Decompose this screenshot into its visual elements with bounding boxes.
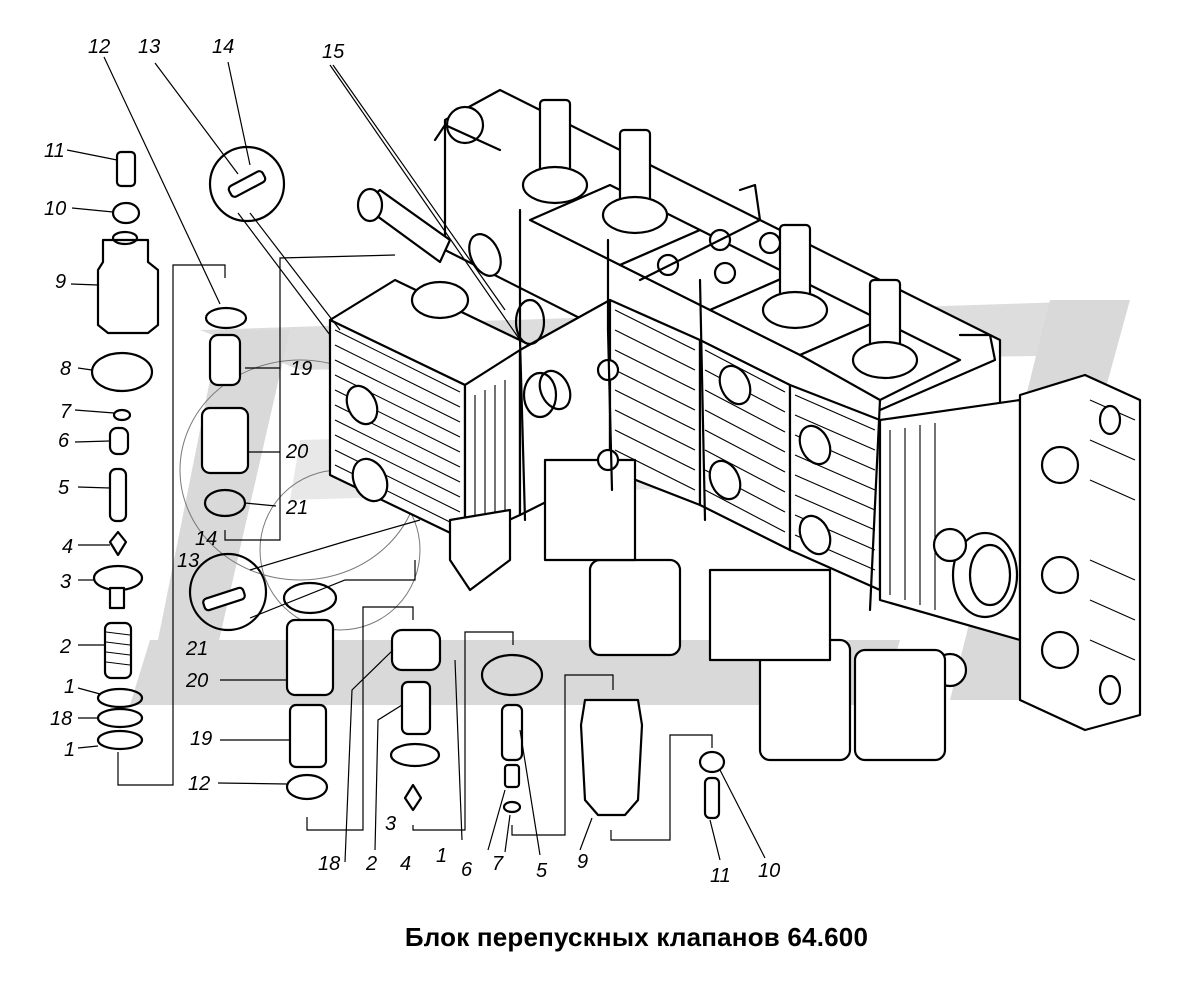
callout-8: 8 — [60, 358, 71, 380]
part-3-stem — [108, 586, 126, 610]
callout-11: 11 — [44, 140, 65, 162]
part-3-disc — [92, 564, 144, 592]
part-10-nut — [111, 201, 141, 225]
callout-3: 3 — [60, 571, 71, 593]
diagram-caption: Блок перепускных клапанов 64.600 — [404, 922, 869, 952]
left-parts-stack — [90, 150, 160, 751]
part-4-cone — [108, 530, 128, 557]
callout-2: 2 — [59, 636, 71, 658]
callout-7-bottom: 7 — [492, 853, 504, 875]
part-18-ring — [96, 707, 144, 729]
callout-6: 6 — [58, 430, 70, 452]
callout-18-bottom: 18 — [318, 853, 340, 875]
callout-1-bottom: 1 — [436, 845, 447, 867]
valve-block-assembly — [328, 88, 1142, 762]
part-8-o-ring — [90, 351, 154, 393]
spool-stems — [445, 98, 919, 472]
callout-21-upper: 21 — [285, 497, 308, 519]
hex-nut — [1040, 555, 1080, 595]
callout-13-middle: 13 — [177, 550, 199, 572]
callout-5: 5 — [58, 477, 70, 499]
callout-10-bottom: 10 — [758, 860, 780, 882]
hex-nut — [932, 527, 968, 563]
middle-parts-stack — [188, 145, 338, 801]
bottom-parts-row — [389, 628, 726, 820]
callout-19-upper: 19 — [290, 358, 312, 380]
part-7-ring — [112, 408, 132, 422]
callout-7: 7 — [60, 401, 72, 423]
callout-11-bottom: 11 — [710, 865, 731, 887]
callout-10: 10 — [44, 198, 66, 220]
hex-nut — [1040, 445, 1080, 485]
callout-1a: 1 — [64, 676, 75, 698]
callout-20-upper: 20 — [285, 441, 308, 463]
callout-2-bottom: 2 — [365, 853, 377, 875]
callout-6-bottom: 6 — [461, 859, 473, 881]
callout-13: 13 — [138, 36, 160, 58]
callout-14: 14 — [212, 36, 234, 58]
block-hatching — [334, 309, 1136, 661]
callout-18: 18 — [50, 708, 72, 730]
callout-1b: 1 — [64, 739, 75, 761]
part-1-ring — [96, 729, 144, 751]
callout-3-bottom: 3 — [385, 813, 396, 835]
callout-9-bottom: 9 — [577, 851, 588, 873]
part-11-bolt — [115, 150, 137, 188]
callout-labels: 12 13 14 15 11 10 9 8 7 6 5 4 3 2 1 18 1… — [44, 36, 780, 887]
callout-9: 9 — [55, 271, 66, 293]
part-9-plug — [96, 238, 160, 335]
callout-21-lower: 21 — [185, 638, 208, 660]
callout-4: 4 — [62, 536, 73, 558]
callout-5-bottom: 5 — [536, 860, 548, 882]
hex-nut — [1040, 630, 1080, 670]
callout-12-lower: 12 — [188, 773, 210, 795]
callout-12: 12 — [88, 36, 110, 58]
part-5-guide — [108, 467, 128, 523]
part-1-ring — [96, 687, 144, 709]
callout-14-middle: 14 — [195, 528, 217, 550]
callout-19-lower: 19 — [190, 728, 212, 750]
callout-4-bottom: 4 — [400, 853, 411, 875]
callout-20-lower: 20 — [185, 670, 208, 692]
part-6-cap — [108, 426, 130, 456]
leader-lines — [66, 56, 766, 863]
callout-15: 15 — [322, 41, 345, 63]
part-2-spring — [103, 621, 133, 680]
